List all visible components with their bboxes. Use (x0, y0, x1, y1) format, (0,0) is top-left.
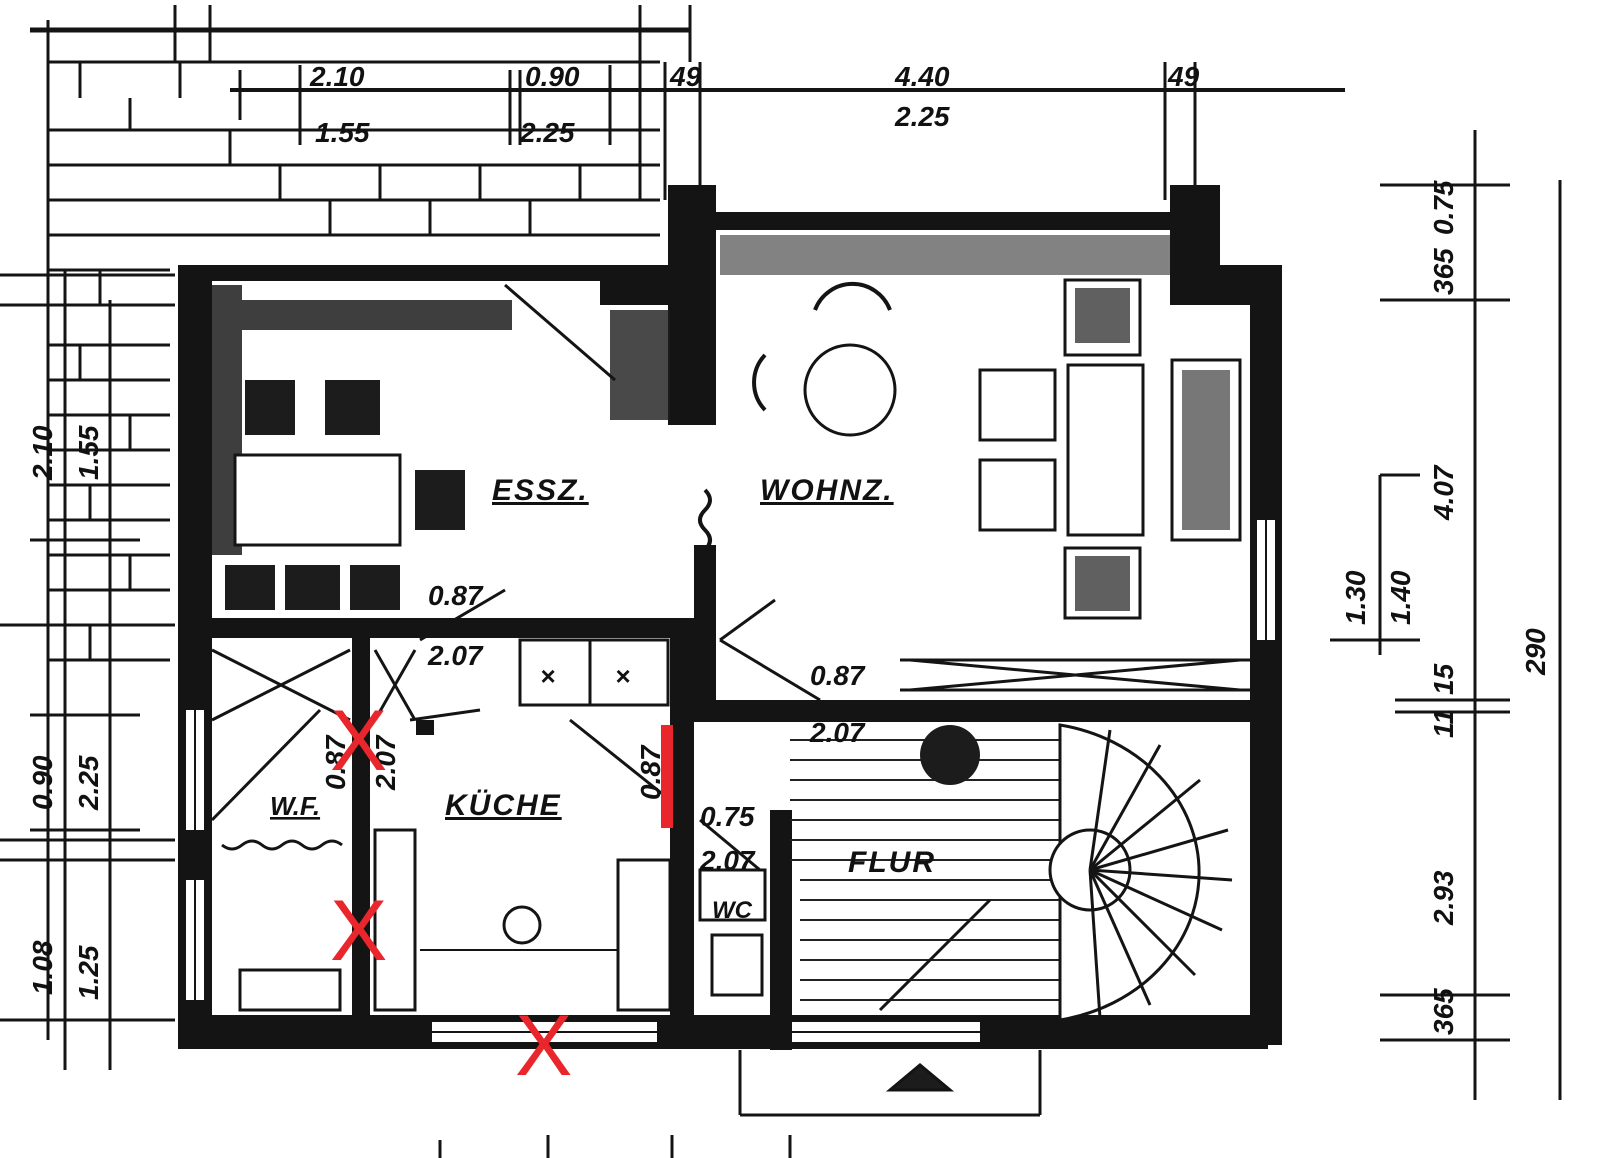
dim-49-top-right: 49 (1167, 61, 1200, 92)
living-furniture (698, 278, 1242, 620)
kitchen-fixtures: × × (373, 638, 672, 1012)
wf-closet (211, 648, 417, 1012)
dim-2-07-wc: 2.07 (699, 845, 756, 876)
planter-strip (212, 235, 1170, 555)
flur-floor-hatching (790, 725, 1060, 1012)
armchair (978, 458, 1057, 532)
round-table (803, 343, 897, 437)
dim-49-top-left: 49 (669, 61, 702, 92)
room-label-flur: FLUR (848, 846, 936, 879)
wash-basin (238, 968, 342, 1012)
red-annotations: X X X (330, 693, 673, 1094)
right-dimension-texts: 365 0.75 4.07 1.30 1.40 290 15 11 2.93 3… (1340, 180, 1551, 1035)
dim-11-right: 11 (1428, 709, 1459, 738)
room-label-kueche: KÜCHE (445, 789, 562, 822)
dim-0-87-wf: 0.87 (320, 734, 351, 790)
room-label-wf: W.F. (270, 791, 320, 821)
interior-dimension-texts: 0.87 2.07 0.87 2.07 0.87 2.07 0.87 2.07 … (320, 580, 866, 876)
plant (920, 725, 980, 785)
dining-furniture (225, 380, 465, 610)
dim-1-55-left: 1.55 (73, 425, 104, 480)
dim-1-25-left: 1.25 (73, 945, 104, 1000)
dim-1-40-right: 1.40 (1385, 570, 1416, 625)
dim-0-90-left: 0.90 (27, 755, 58, 810)
dim-2-07-flur: 2.07 (809, 717, 866, 748)
armchair (978, 368, 1057, 442)
room-label-essz: ESSZ. (492, 474, 589, 507)
dim-2-25-left: 2.25 (73, 755, 104, 811)
dim-365-right-top: 365 (1428, 248, 1459, 295)
right-dimension-lines (1330, 130, 1562, 1100)
dim-15-right: 15 (1428, 663, 1459, 695)
room-labels: ESSZ. WOHNZ. KÜCHE FLUR WC W.F. (270, 474, 936, 924)
dim-0-90-top: 0.90 (525, 61, 580, 92)
room-label-wc: WC (712, 897, 753, 924)
interior-walls (212, 545, 1254, 1050)
dim-1-55-top: 1.55 (315, 117, 370, 148)
kitchen-stool (502, 905, 542, 945)
coffee-table (1066, 363, 1145, 537)
dining-chair (225, 565, 275, 610)
dim-1-30-right: 1.30 (1340, 570, 1371, 625)
dim-0-75-wc: 0.75 (700, 801, 755, 832)
svg-text:×: × (540, 661, 555, 691)
red-x-marker: X (515, 998, 572, 1094)
dim-0-75-right: 0.75 (1428, 180, 1459, 235)
dining-chair (245, 380, 295, 435)
door-swings (210, 283, 1250, 872)
dim-4-07-right: 4.07 (1428, 464, 1459, 521)
left-dimension-lines (0, 270, 175, 1070)
dim-365-right-bottom: 365 (1428, 988, 1459, 1035)
chair-arc (752, 353, 767, 412)
exterior-walls (178, 185, 1282, 1049)
curtain (698, 488, 712, 552)
dining-chair (415, 470, 465, 530)
dim-0-87-kueche: 0.87 (635, 744, 666, 800)
room-label-wohnz: WOHNZ. (760, 474, 894, 507)
dim-0-87-flur: 0.87 (810, 660, 866, 691)
spiral-staircase (1048, 723, 1233, 1022)
tall-cabinet (373, 828, 417, 1012)
wc-basin (698, 868, 767, 922)
dining-chair (285, 565, 340, 610)
kitchen-cabinet (616, 858, 672, 1012)
kitchen-counter (518, 638, 670, 707)
dim-2-10-top: 2.10 (309, 61, 365, 92)
entrance-step (438, 1050, 1042, 1158)
dining-chair (325, 380, 380, 435)
dim-1-08-left: 1.08 (27, 940, 58, 995)
dim-4-40-top: 4.40 (894, 61, 950, 92)
dining-table (233, 453, 402, 547)
top-dimension-texts: 2.10 0.90 49 4.40 49 1.55 2.25 2.25 (309, 61, 1200, 148)
red-x-marker: X (330, 693, 387, 789)
dim-0-87-essz: 0.87 (428, 580, 484, 611)
dim-2-07-wf: 2.07 (370, 734, 401, 791)
red-x-marker: X (330, 883, 387, 979)
left-dimension-texts: 2.10 1.55 0.90 2.25 1.08 1.25 (27, 425, 104, 1000)
dim-2-10-left: 2.10 (27, 425, 58, 481)
toilet (710, 933, 764, 997)
dining-chair (350, 565, 400, 610)
dim-2-25-top-left: 2.25 (519, 117, 575, 148)
top-dimension-lines (230, 62, 1345, 200)
red-wall-marker (661, 725, 673, 828)
dim-2-07-essz: 2.07 (427, 640, 484, 671)
dim-290-right: 290 (1520, 628, 1551, 676)
wc-fixtures (698, 868, 767, 997)
dim-2-93-right: 2.93 (1428, 870, 1459, 926)
svg-text:×: × (615, 661, 630, 691)
chair-arc (813, 282, 892, 311)
dim-2-25-top-right: 2.25 (894, 101, 950, 132)
